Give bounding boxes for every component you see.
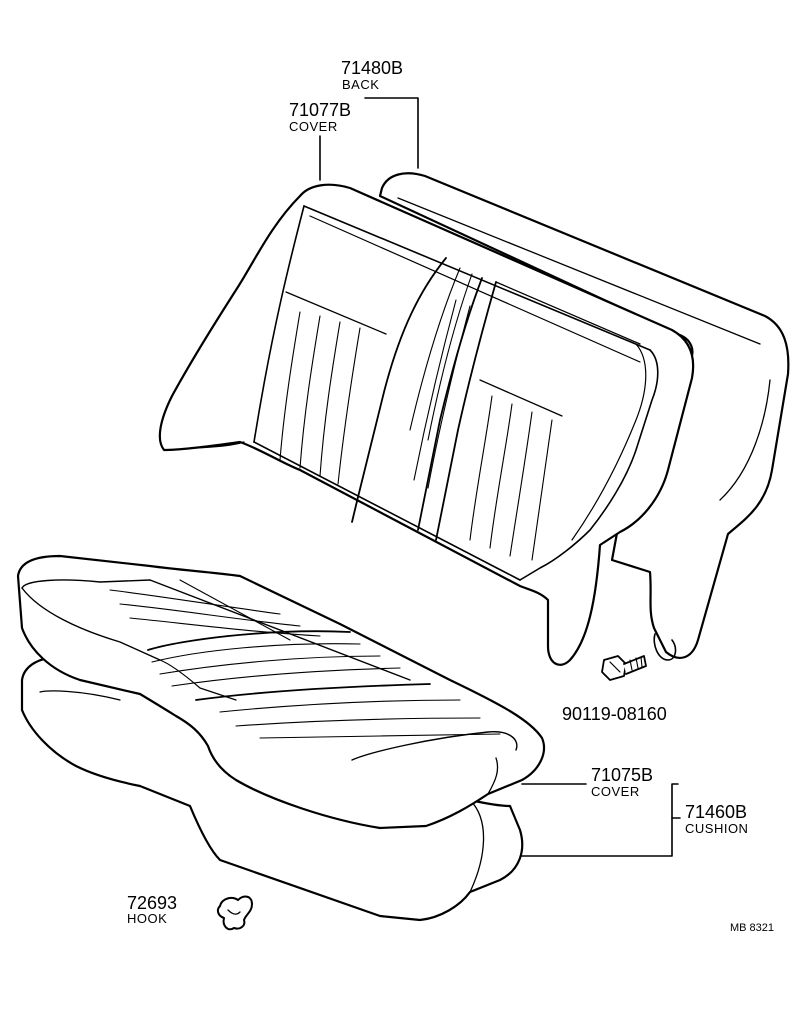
back-part-name: BACK <box>342 77 380 92</box>
cushion-cover-part-number: 71075B <box>591 765 654 785</box>
back-cover-part-number: 71077B <box>289 100 352 120</box>
figure-reference: MB 8321 <box>730 922 775 934</box>
hook-part-name: HOOK <box>127 911 168 926</box>
hook-part <box>216 895 253 931</box>
hook-part-number: 72693 <box>127 893 178 913</box>
leader-cushion <box>521 783 679 857</box>
cushion-part-number: 71460B <box>685 802 748 822</box>
cushion-part-name: CUSHION <box>685 821 749 836</box>
leader-back <box>364 97 419 169</box>
bolt-part <box>601 655 647 681</box>
seat-back-cover <box>158 183 695 666</box>
leader-lines <box>319 97 681 857</box>
cushion-cover-part-name: COVER <box>591 784 640 799</box>
bolt-part-number: 90119-08160 <box>562 704 667 724</box>
seat-cushion-cover <box>16 554 546 830</box>
back-cover-part-name: COVER <box>289 119 338 134</box>
back-part-number: 71480B <box>341 58 404 78</box>
